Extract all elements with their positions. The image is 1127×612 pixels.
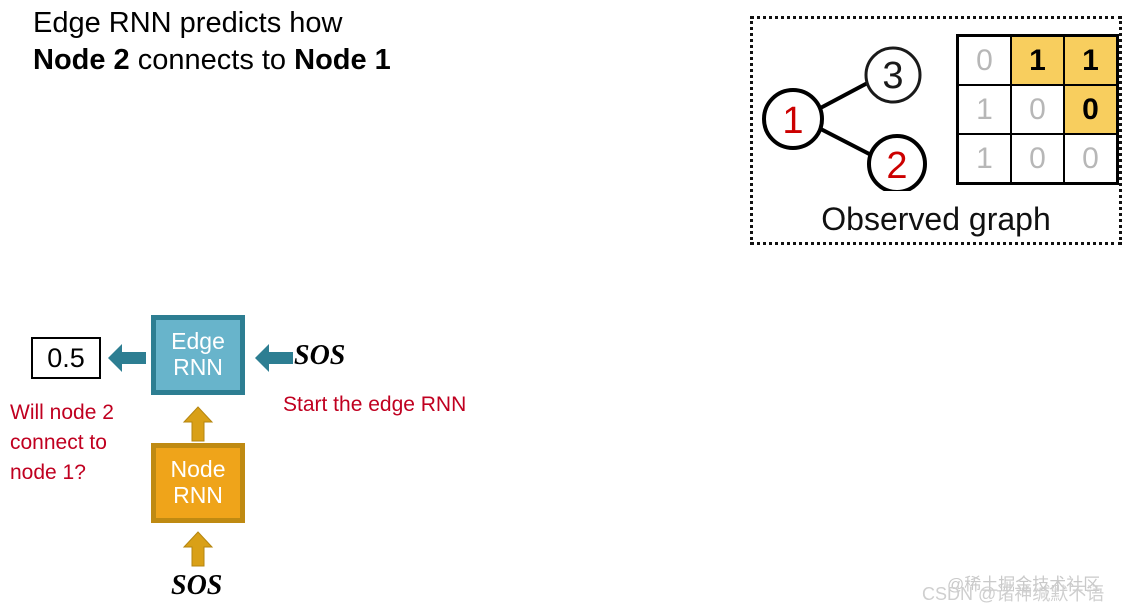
matrix-cell-r1c2: 1 (1010, 34, 1065, 86)
observed-graph-caption: Observed graph (821, 201, 1051, 237)
watermark-csdn: CSDN @诸神缄默不语 (922, 584, 1105, 604)
page-title: Edge RNN predicts how Node 2 connects to… (33, 6, 673, 79)
edge-rnn-label-line2: RNN (173, 354, 223, 380)
matrix-row: 0 1 1 (956, 34, 1119, 86)
arrow-left-sos-to-edge-rnn (255, 344, 293, 372)
sos-node-input-label: SOS (171, 570, 223, 601)
graph-node-3-circle (864, 46, 922, 104)
sos-edge-input-label: SOS (294, 340, 346, 371)
matrix-cell-r3c3: 0 (1063, 133, 1119, 185)
matrix-cell-r1c1: 0 (956, 34, 1012, 86)
matrix-cell-r1c3: 1 (1063, 34, 1119, 86)
graph-node-1-circle (762, 88, 824, 150)
title-node2-emphasis: Node 2 (33, 44, 130, 77)
adjacency-matrix: 0 1 1 1 0 0 1 0 0 (956, 34, 1119, 185)
graph-node-2-label: 2 (886, 145, 907, 187)
edge-rnn-block[interactable]: Edge RNN (151, 315, 245, 395)
arrow-left-to-probability (108, 344, 146, 372)
graph-diagram: 3 1 2 (762, 46, 927, 191)
title-line-1: Edge RNN predicts how (33, 7, 343, 39)
matrix-cell-r2c2: 0 (1010, 84, 1065, 135)
graph-edge-1-2 (812, 123, 880, 161)
node-rnn-label-line2: RNN (173, 482, 223, 508)
matrix-cell-r3c2: 0 (1010, 133, 1065, 185)
probability-output-box: 0.5 (31, 337, 101, 379)
node-rnn-label-line1: Node (170, 456, 226, 483)
annotation-will-node-connect: Will node 2 connect to node 1? (10, 401, 114, 484)
matrix-cell-r2c1: 1 (956, 84, 1012, 135)
matrix-row: 1 0 0 (956, 133, 1119, 185)
arrow-up-node-to-edge-rnn (182, 406, 214, 442)
watermark-juejin: @稀土掘金技术社区 (947, 575, 1101, 594)
arrow-up-sos-to-node-rnn (182, 531, 214, 567)
matrix-cell-r3c1: 1 (956, 133, 1012, 185)
observed-graph-panel: 3 1 2 0 1 1 1 0 0 1 0 0 Observed gr (750, 16, 1122, 245)
graph-node-1-label: 1 (782, 100, 803, 142)
matrix-row: 1 0 0 (956, 84, 1119, 135)
edge-rnn-label-line1: Edge (171, 328, 225, 355)
title-connects-text: connects to (129, 44, 295, 77)
graph-node-2-circle (867, 134, 927, 191)
matrix-cell-r2c3: 0 (1063, 84, 1119, 135)
annotation-start-edge-rnn: Start the edge RNN (283, 393, 467, 416)
graph-node-3-label: 3 (882, 55, 903, 97)
title-line-2: Node 2 connects to Node 1 (33, 43, 673, 78)
probability-value: 0.5 (47, 342, 85, 373)
title-node1-emphasis: Node 1 (294, 44, 391, 77)
node-rnn-block[interactable]: Node RNN (151, 443, 245, 523)
